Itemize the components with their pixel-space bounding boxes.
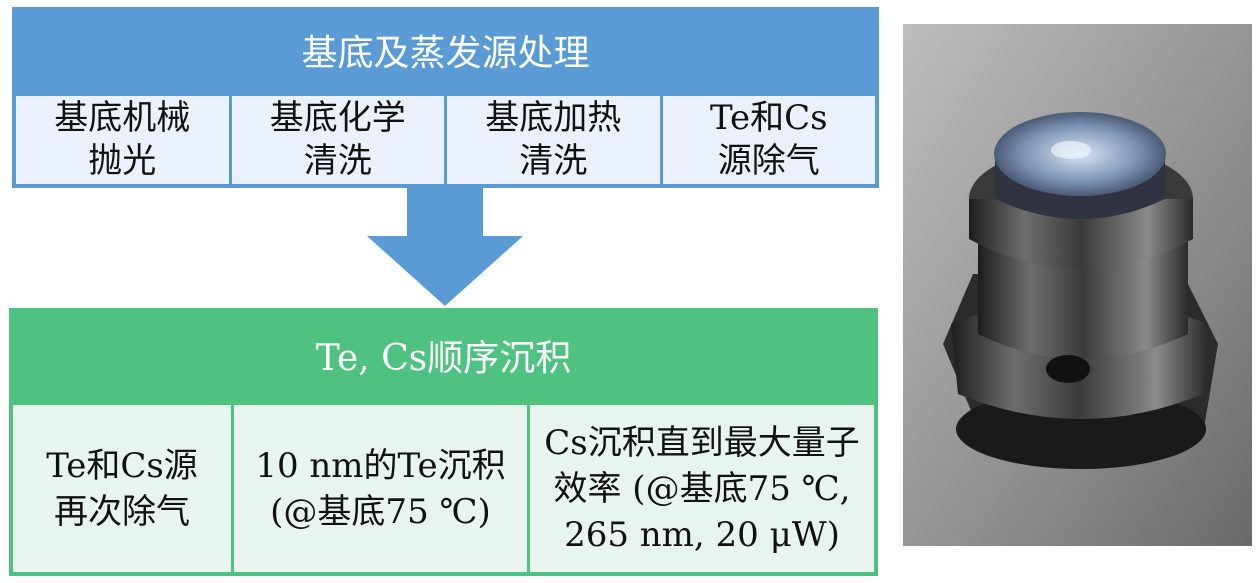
step-text: 再次除气: [54, 491, 190, 532]
step-text: 10 nm的Te沉积: [255, 445, 506, 486]
step-te-deposition: 10 nm的Te沉积 (@基底75 ℃): [234, 405, 527, 572]
substrate-source-treatment-title: 基底及蒸发源处理: [301, 33, 590, 74]
step-mechanical-polishing: 基底机械抛光: [16, 96, 229, 184]
sequential-deposition-block: Te, Cs顺序沉积 Te和Cs源再次除气 10 nm的Te沉积 (@基底75 ℃…: [9, 308, 878, 576]
step-text: 效率 (@基底75 ℃,: [553, 468, 851, 509]
step-text: 源除气: [717, 141, 820, 181]
step-chemical-cleaning: 基底化学清洗: [231, 96, 444, 184]
sequential-deposition-title: Te, Cs顺序沉积: [315, 338, 572, 379]
down-arrow-shape: [367, 188, 523, 306]
step-cs-deposition: Cs沉积直到最大量子效率 (@基底75 ℃, 265 nm, 20 μW): [530, 405, 874, 572]
step-text: 抛光: [88, 141, 157, 181]
step-text: 265 nm, 20 μW): [564, 514, 840, 555]
step-text: 清洗: [519, 141, 588, 181]
step-redegassing: Te和Cs源再次除气: [13, 405, 231, 572]
photocathode-sample-photo: [903, 24, 1252, 546]
step-text: 基底机械: [54, 98, 191, 138]
step-heat-cleaning: 基底加热清洗: [447, 96, 660, 184]
step-text: (@基底75 ℃): [270, 491, 491, 532]
step-text: Cs沉积直到最大量子: [544, 422, 860, 463]
step-text: Te和Cs源: [46, 445, 198, 486]
step-text: Te和Cs: [709, 98, 828, 138]
step-text: 基底加热: [485, 98, 622, 138]
step-text: 基底化学: [269, 98, 406, 138]
step-text: 清洗: [303, 141, 372, 181]
deposition-steps-row: Te和Cs源再次除气 10 nm的Te沉积 (@基底75 ℃) Cs沉积直到最大量…: [13, 405, 874, 572]
down-arrow-icon: [367, 188, 523, 306]
